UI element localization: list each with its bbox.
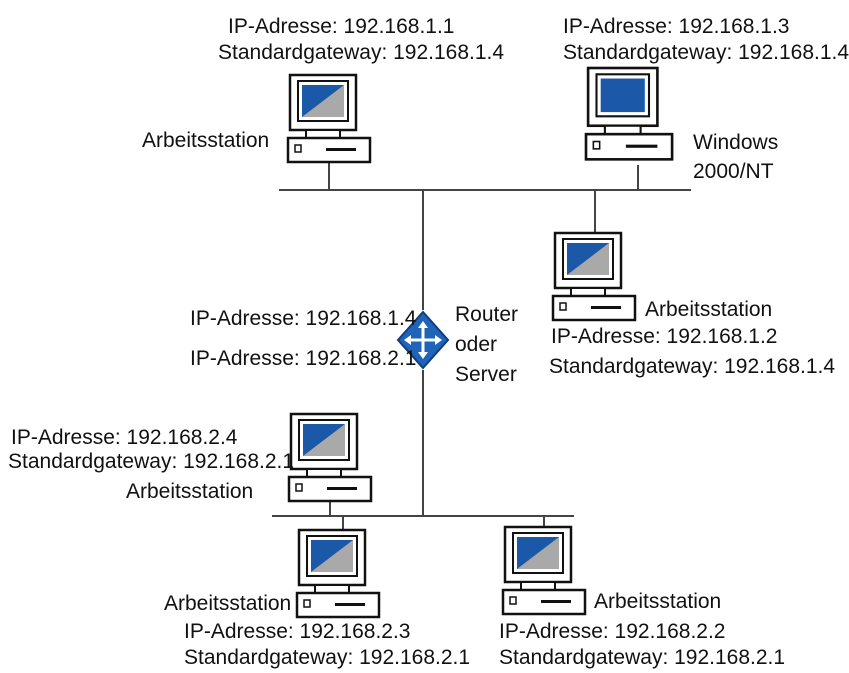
ws6-role-label: Arbeitsstation: [594, 590, 722, 613]
ws5-computer-icon: [295, 528, 381, 619]
ws3-role-label: Windows: [693, 131, 779, 154]
router-uplink-line: [422, 190, 424, 310]
ws4-ip-label: IP-Adresse: 192.168.2.4: [11, 426, 238, 449]
ws5-gateway-label: Standardgateway: 192.168.2.1: [184, 646, 471, 669]
upper-network-bus: [279, 189, 691, 191]
router-name-line3: Server: [455, 363, 517, 386]
ws4-role-label: Arbeitsstation: [126, 480, 254, 503]
router-ip-net2-label: IP-Adresse: 192.168.2.1: [190, 347, 417, 370]
ws1-gateway-label: Standardgateway: 192.168.1.4: [218, 41, 505, 64]
router-ip-net1-label: IP-Adresse: 192.168.1.4: [190, 307, 417, 330]
ws1-role-label: Arbeitsstation: [142, 129, 270, 152]
router-icon: [396, 310, 450, 370]
ws1-drop-line: [328, 160, 330, 190]
ws6-computer-icon: [501, 525, 587, 616]
ws4-drop-line: [329, 497, 331, 516]
ws2-gateway-label: Standardgateway: 192.168.1.4: [549, 355, 836, 378]
ws2-computer-icon: [551, 231, 637, 322]
ws6-gateway-label: Standardgateway: 192.168.2.1: [499, 646, 786, 669]
ws6-ip-label: IP-Adresse: 192.168.2.2: [499, 620, 726, 643]
ws2-ip-label: IP-Adresse: 192.168.1.2: [551, 325, 778, 348]
ws5-role-label: Arbeitsstation: [164, 592, 292, 615]
ws1-computer-icon: [286, 73, 372, 164]
ws3-ip-label: IP-Adresse: 192.168.1.3: [563, 15, 790, 38]
lower-network-bus: [272, 515, 574, 517]
ws4-gateway-label: Standardgateway: 192.168.2.1: [8, 450, 295, 473]
router-downlink-line: [422, 370, 424, 516]
ws3-computer-icon: [584, 66, 674, 161]
ws2-drop-line: [594, 190, 596, 232]
ws1-ip-label: IP-Adresse: 192.168.1.1: [228, 15, 455, 38]
ws3-role-label-line2: 2000/NT: [693, 160, 774, 183]
ws5-drop-line: [342, 516, 344, 532]
ws3-gateway-label: Standardgateway: 192.168.1.4: [563, 41, 849, 64]
ws2-role-label: Arbeitsstation: [645, 298, 773, 321]
ws3-drop-line: [637, 165, 639, 190]
router-name-line1: Router: [455, 303, 519, 326]
router-name-line2: oder: [455, 333, 498, 356]
ws5-ip-label: IP-Adresse: 192.168.2.3: [184, 620, 411, 643]
ws4-computer-icon: [287, 412, 373, 503]
ws6-drop-line: [543, 516, 545, 530]
